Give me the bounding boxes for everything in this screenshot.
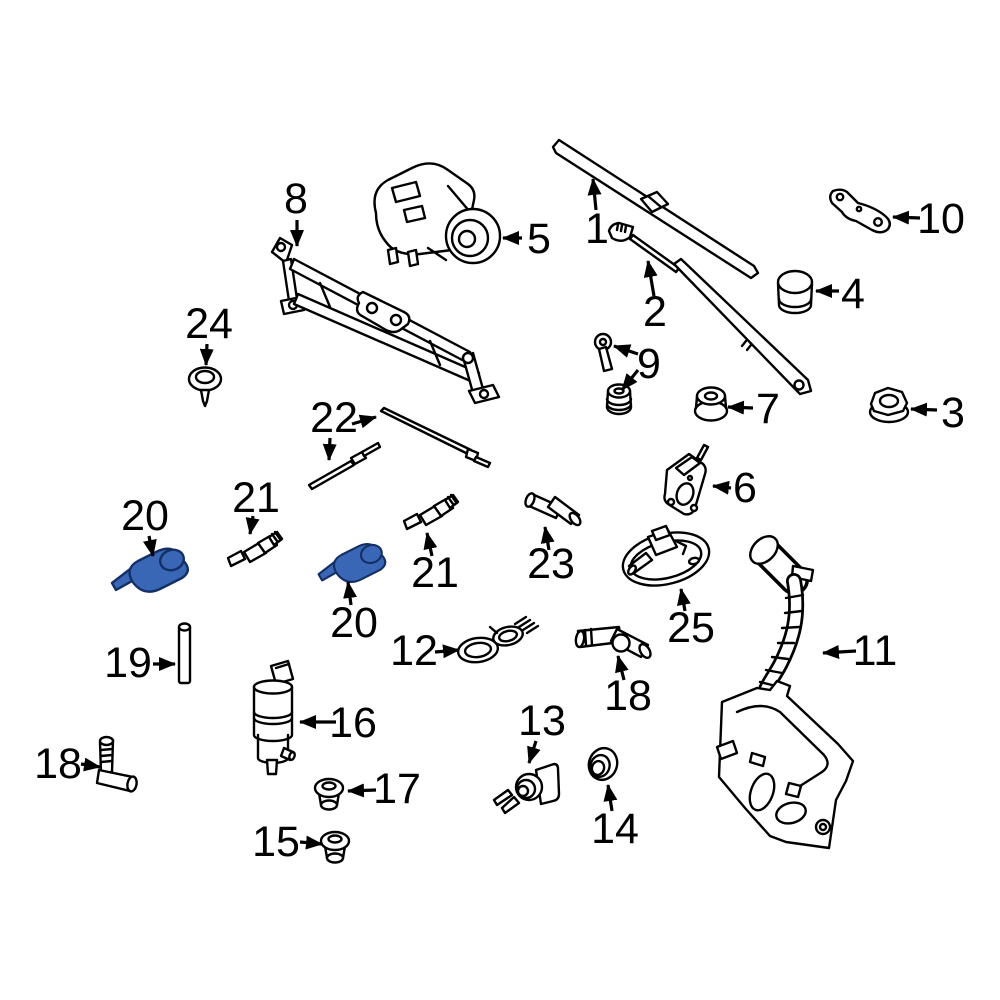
callout-19: 19 <box>104 639 152 687</box>
arrow-7 <box>727 400 754 415</box>
part-washer-pump <box>252 659 296 776</box>
arrow-15 <box>299 835 323 850</box>
part-tee-nozzle-18-right <box>574 625 652 659</box>
part-wiper-linkage <box>270 236 501 405</box>
part-connector-21-left <box>226 530 284 568</box>
callout-24: 24 <box>185 300 233 348</box>
callout-20-center: 20 <box>330 599 378 647</box>
part-nut <box>868 386 910 424</box>
arrow-22b <box>322 437 337 461</box>
arrow-2 <box>643 260 658 297</box>
arrow-20-center <box>343 581 358 606</box>
callout-1: 1 <box>585 205 609 253</box>
callout-18-left: 18 <box>34 740 82 788</box>
callout-7: 7 <box>756 385 780 433</box>
callout-14: 14 <box>591 805 639 853</box>
part-grommet-17 <box>313 777 345 811</box>
arrow-6 <box>712 480 732 495</box>
callout-3: 3 <box>941 389 965 437</box>
part-grommet-15 <box>319 830 351 864</box>
callout-25: 25 <box>667 604 715 652</box>
part-connector-21-center <box>402 493 460 531</box>
arrow-21-left <box>245 515 260 535</box>
callout-20-left: 20 <box>121 492 169 540</box>
arrow-21-center <box>423 532 438 557</box>
callout-4: 4 <box>841 270 865 318</box>
part-tube-19 <box>177 622 192 685</box>
part-cap <box>776 269 814 315</box>
part-wiper-motor <box>373 162 502 268</box>
part-wiper-arm <box>607 221 813 396</box>
arrow-3 <box>910 402 938 417</box>
callout-15: 15 <box>252 818 300 866</box>
arrow-20-left <box>142 535 157 557</box>
part-bracket-6 <box>663 443 710 516</box>
arrow-13 <box>527 740 541 764</box>
callout-10: 10 <box>917 195 965 243</box>
arrow-10 <box>892 210 921 225</box>
part-hose-reservoir <box>715 535 855 850</box>
part-strap-bracket <box>829 188 891 234</box>
arrow-25 <box>676 588 691 612</box>
part-washer-nozzle-20-left <box>110 545 189 593</box>
part-grommet-9 <box>605 383 633 416</box>
callout-22: 22 <box>310 394 358 442</box>
arrow-24 <box>199 343 214 366</box>
callout-9: 9 <box>637 340 661 388</box>
arrow-18-right <box>615 655 629 681</box>
arrow-9b <box>620 369 640 391</box>
arrow-17 <box>347 783 377 798</box>
callout-17: 17 <box>373 765 421 813</box>
callout-16: 16 <box>329 699 377 747</box>
arrow-1 <box>587 178 602 211</box>
arrow-12 <box>434 644 460 659</box>
part-nozzle-plate-25 <box>621 524 711 587</box>
part-wiper-blade <box>551 138 760 280</box>
part-rods-22 <box>307 406 492 491</box>
part-gasket-12 <box>456 615 540 664</box>
callout-13: 13 <box>518 697 566 745</box>
callout-2: 2 <box>643 288 667 336</box>
part-y-connector-23 <box>524 492 582 527</box>
callout-arrows <box>80 178 938 850</box>
callout-21-center: 21 <box>411 549 459 597</box>
part-grommet-14 <box>587 746 619 782</box>
arrow-22a <box>351 414 377 429</box>
part-elbow-nozzle-18-left <box>95 735 138 793</box>
callout-23: 23 <box>527 540 575 588</box>
callout-18-right: 18 <box>604 672 652 720</box>
callout-21-left: 21 <box>232 474 280 522</box>
arrow-11 <box>822 645 857 660</box>
arrow-9a <box>613 344 639 358</box>
part-grommet-7 <box>693 386 729 422</box>
arrow-14 <box>603 784 618 812</box>
callout-6: 6 <box>733 464 757 512</box>
arrow-18-left <box>80 757 101 772</box>
callout-8: 8 <box>284 175 308 223</box>
part-bolt-9 <box>593 332 614 373</box>
callout-5: 5 <box>527 215 551 263</box>
part-clip-24 <box>187 366 223 408</box>
part-level-sensor <box>492 762 561 815</box>
callout-labels: 1 2 3 4 5 6 7 8 9 10 11 12 13 14 15 16 1… <box>34 175 965 866</box>
callout-12: 12 <box>390 627 438 675</box>
callout-11: 11 <box>853 627 898 675</box>
arrow-23 <box>540 526 555 551</box>
part-washer-nozzle-20-center <box>317 541 387 583</box>
